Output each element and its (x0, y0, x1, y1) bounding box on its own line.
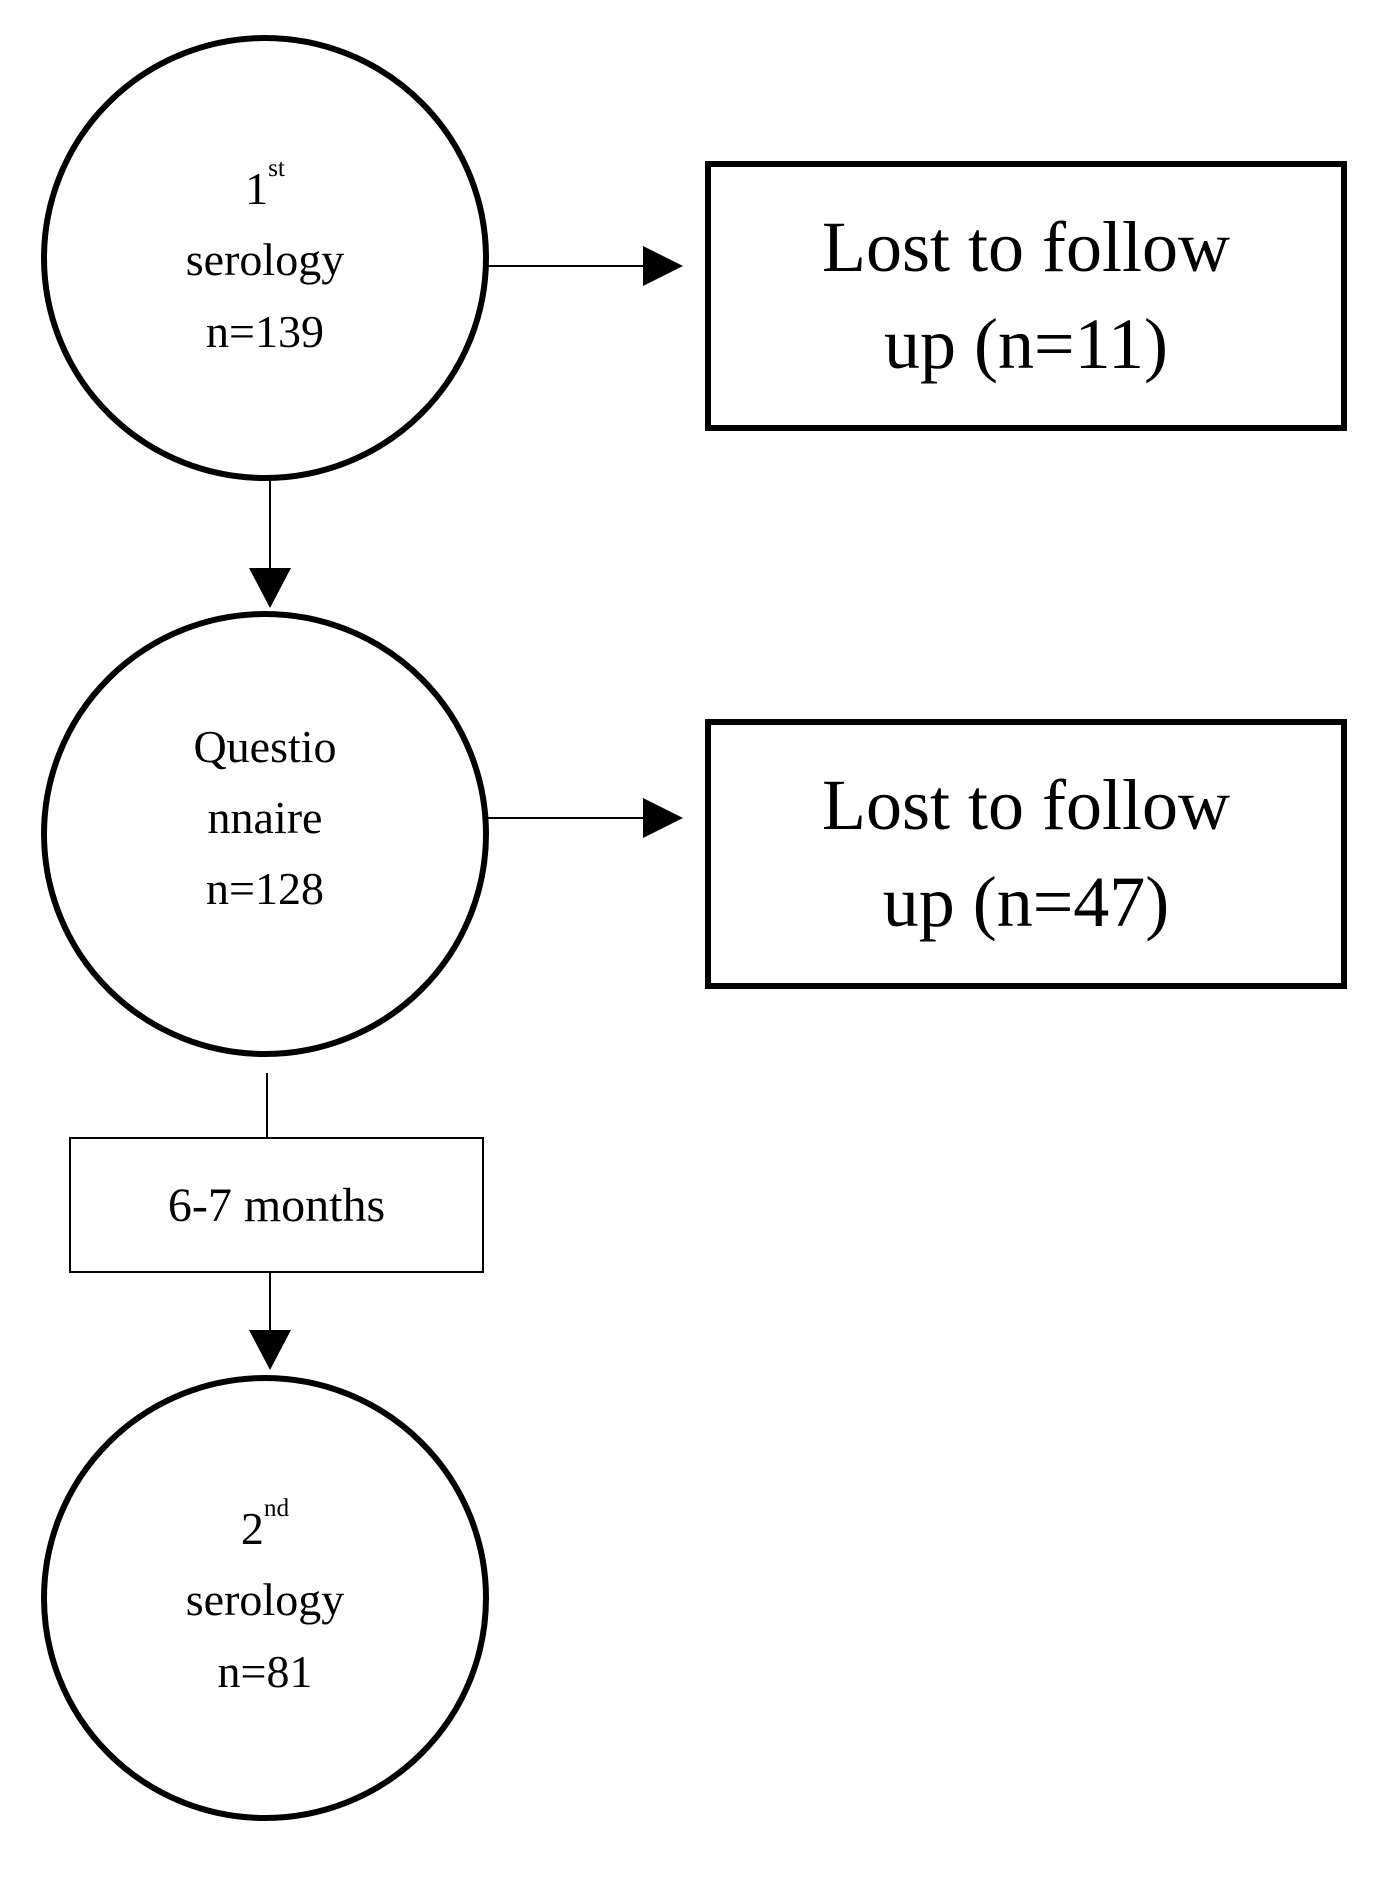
arrow-1-head (643, 246, 683, 286)
serology2-count: n=81 (217, 1645, 313, 1697)
lost-box-1-frame (705, 161, 1347, 431)
interval-box-frame (69, 1137, 484, 1273)
arrow-2-head (643, 798, 683, 838)
questionnaire-node: Questio nnaire n=128 (60, 705, 470, 930)
serology2-node: 2nd serology n=81 (60, 1490, 470, 1710)
interval-label: 6-7 months (167, 1178, 386, 1232)
serology1-circle (41, 35, 489, 481)
questionnaire-count: n=128 (206, 863, 324, 915)
interval-box: 6-7 months (71, 1139, 482, 1271)
lost-box-2: Lost to follow up (n=47) (711, 725, 1341, 983)
lost-box-1-line1: Lost to follow (822, 206, 1230, 287)
questionnaire-line1: Questio (193, 720, 337, 772)
questionnaire-line2: nnaire (207, 791, 323, 843)
serology1-label: serology (185, 234, 345, 286)
arrow-down-1-head (249, 568, 291, 608)
serology1-ordinal: 1st (245, 154, 285, 215)
lost-box-2-line1: Lost to follow (822, 764, 1230, 845)
serology1-count: n=139 (206, 305, 324, 357)
lost-box-2-frame (705, 719, 1347, 989)
serology1-node: 1st serology n=139 (60, 150, 470, 370)
serology2-label: serology (185, 1574, 345, 1626)
lost-box-1-line2: up (n=11) (884, 304, 1168, 384)
serology2-circle (41, 1375, 489, 1821)
lost-box-1: Lost to follow up (n=11) (711, 167, 1341, 425)
arrow-down-2-head (249, 1330, 291, 1370)
serology2-ordinal: 2nd (240, 1494, 290, 1555)
questionnaire-circle (41, 611, 489, 1057)
lost-box-2-line2: up (n=47) (882, 862, 1170, 942)
